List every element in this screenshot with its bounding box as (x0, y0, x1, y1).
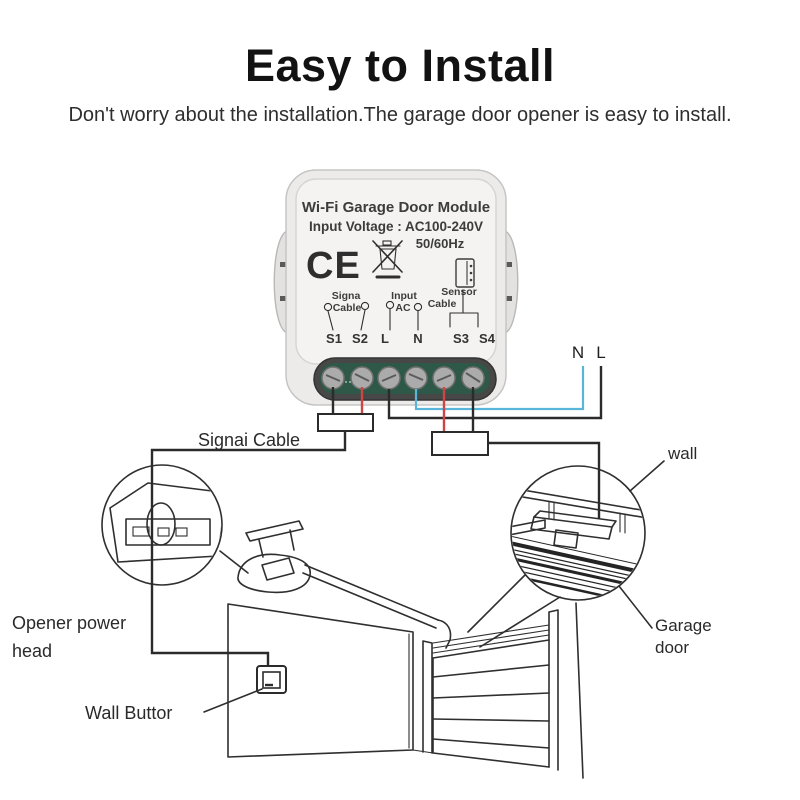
module-voltage-label: Input Voltage : AC100-240V (309, 219, 483, 234)
wall-pointer-line (629, 460, 665, 492)
garage-door-module-device: Wi-Fi Garage Door Module Input Voltage :… (273, 169, 519, 406)
terminal-label-s4: S4 (479, 331, 496, 346)
signal-group-line1: Signa (332, 290, 361, 302)
module-name-label: Wi-Fi Garage Door Module (302, 199, 490, 216)
signal-cable-run (150, 431, 347, 666)
module-frequency-label: 50/60Hz (416, 236, 465, 251)
signal-cable-label: Signai Cable (198, 430, 300, 450)
wall-button (256, 665, 287, 694)
sensor-cable-connector (431, 431, 489, 456)
terminal-block (313, 357, 497, 401)
right-mounting-ear (504, 229, 519, 335)
neutral-wire-label: N (572, 343, 584, 362)
weee-icon (372, 240, 403, 279)
sensor-cable-run (488, 441, 601, 519)
wire-live-black (387, 366, 603, 420)
signal-group-line2: Cable (333, 302, 362, 314)
door-sensor (553, 529, 579, 549)
live-wire-label: L (596, 343, 605, 362)
garage-front-wall (227, 603, 414, 758)
door-sensor-callout (467, 465, 646, 648)
opener-label-line1: Opener power (12, 613, 126, 633)
page-title: Easy to Install (244, 40, 556, 91)
wall-button-label: Wall Buttor (85, 703, 172, 723)
ce-mark: CE (306, 245, 361, 287)
sensor-cable-group: Sensor Cable (428, 286, 479, 328)
input-ac-group: Input AC (385, 290, 423, 331)
signal-cable-connector (317, 413, 374, 432)
page-header: Easy to Install Don't worry about the in… (0, 40, 800, 127)
page-subtitle: Don't worry about the installation.The g… (68, 104, 732, 126)
terminal-label-s3: S3 (453, 331, 469, 346)
sensor-icon (455, 258, 475, 288)
signal-cable-group: Signa Cable (323, 290, 370, 331)
garage-door-label-line1: Garage (655, 616, 712, 635)
rail-end (437, 619, 452, 649)
garage-scene (219, 520, 584, 779)
terminal-label-l: L (381, 331, 389, 346)
wire-neutral-blue (414, 366, 585, 411)
left-mounting-ear (273, 229, 288, 335)
opener-label-line2: head (12, 641, 52, 661)
wall-button-pointer-line (203, 688, 263, 713)
terminal-label-n: N (413, 331, 422, 346)
sensor-group-line1: Sensor (441, 286, 477, 298)
garage-door (422, 602, 584, 779)
wall-label: wall (667, 444, 697, 463)
wiring (150, 366, 603, 666)
sensor-group-line2: Cable (428, 298, 457, 310)
input-group-line1: Input (391, 290, 417, 302)
garage-door-label-line2: door (655, 638, 689, 657)
input-group-line2: AC (395, 302, 411, 314)
terminal-label-s2: S2 (352, 331, 368, 346)
terminal-highlight-oval (146, 502, 176, 546)
garage-door-pointer-line (618, 585, 653, 629)
opener-head-callout (101, 464, 223, 586)
opener-unit (237, 520, 311, 594)
terminal-label-s1: S1 (326, 331, 342, 346)
